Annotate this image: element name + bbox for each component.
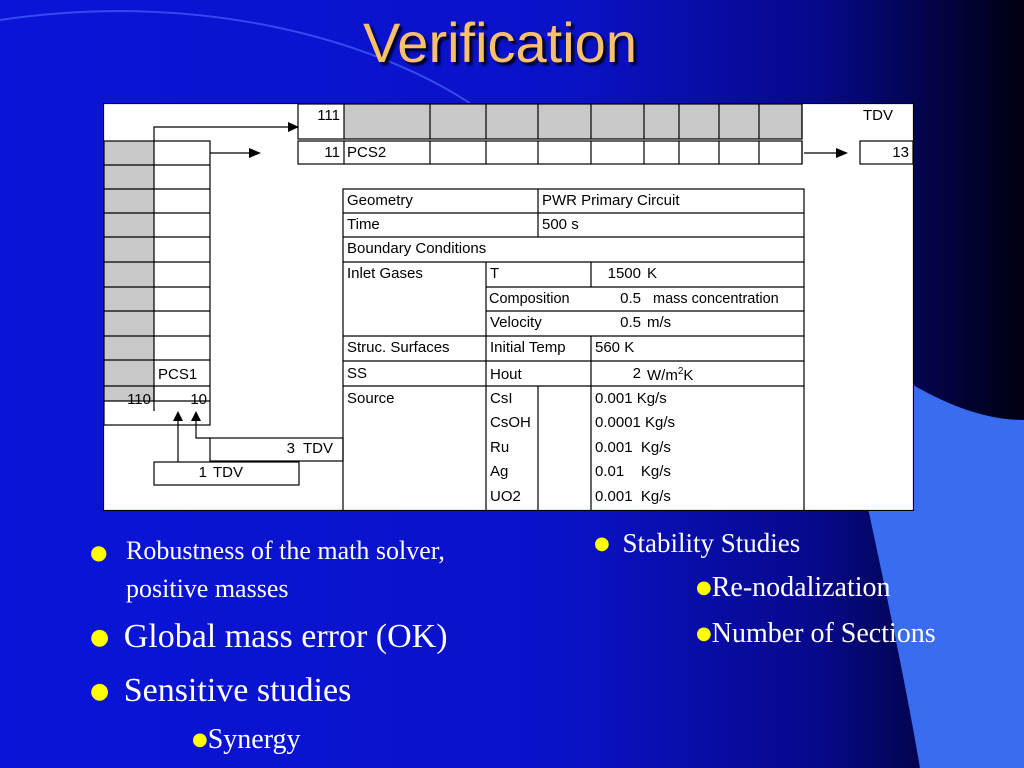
bullet-robustness: ● Robustness of the math solver, positiv… — [90, 536, 445, 603]
velocity-value: 0.5 — [620, 314, 641, 331]
bullet-robustness-line1: Robustness of the math solver, — [126, 536, 445, 565]
tdv3-num: 3 — [286, 440, 295, 457]
velocity-label: Velocity — [490, 314, 542, 331]
boundary-label: Boundary Conditions — [347, 240, 487, 257]
source-label: Source — [347, 390, 395, 407]
tdv1-name: TDV — [213, 464, 243, 481]
rate-3: 0.001 Kg/s — [595, 439, 671, 456]
bullet-robustness-line2: positive masses — [126, 574, 289, 603]
geometry-label: Geometry — [347, 192, 413, 209]
species-3: Ru — [490, 439, 510, 456]
time-label: Time — [347, 216, 380, 233]
node-10: 10 — [190, 391, 207, 408]
bullet-sections: ●Number of Sections — [696, 618, 936, 650]
bullet-stability: ● Stability Studies — [594, 528, 800, 559]
bullet-synergy-text: Synergy — [207, 724, 301, 755]
node-111: 111 — [317, 107, 340, 124]
rate-2: 0.0001 Kg/s — [595, 414, 676, 431]
t-unit: K — [647, 265, 658, 282]
species-2: CsOH — [490, 414, 531, 431]
rate-4: 0.01 Kg/s — [595, 463, 671, 480]
node-11: 11 — [324, 144, 340, 161]
t-value: 1500 — [607, 265, 641, 282]
velocity-unit: m/s — [647, 314, 672, 331]
composition-value: 0.5 — [620, 290, 641, 307]
bullet-dot-icon: ● — [594, 533, 610, 554]
bullet-dot-icon: ● — [696, 623, 712, 644]
time-value: 500 s — [542, 216, 579, 233]
slide-title: Verification — [363, 11, 637, 74]
t-label: T — [490, 265, 500, 282]
node-110: 110 — [127, 391, 151, 408]
tdv3-name: TDV — [303, 440, 333, 457]
bullet-dot-icon: ● — [90, 540, 108, 564]
bullet-renodalization-text: Re-nodalization — [711, 572, 891, 603]
hout-unit-base: W/m — [647, 367, 678, 384]
geometry-value: PWR Primary Circuit — [542, 192, 680, 209]
hout-unit-k: K — [683, 367, 694, 384]
bullet-sensitive-text: Sensitive studies — [123, 672, 352, 709]
tdv-13: 13 — [892, 144, 909, 161]
tdv-top: TDV — [863, 107, 893, 124]
hout-value: 2 — [632, 365, 641, 382]
hout-unit-exp: 2 — [677, 366, 684, 377]
initial-temp-value: 560 K — [595, 339, 635, 356]
bullet-dot-icon: ● — [192, 729, 208, 750]
bullet-global-mass-text: Global mass error (OK) — [123, 618, 448, 655]
bullet-global-mass: ● Global mass error (OK) — [90, 618, 448, 656]
hout-label: Hout — [490, 366, 522, 383]
bullet-dot-icon: ● — [90, 625, 110, 650]
rate-5: 0.001 Kg/s — [595, 488, 671, 505]
composition-label: Composition — [489, 291, 570, 307]
species-1: CsI — [490, 390, 513, 407]
composition-unit: mass concentration — [653, 291, 779, 307]
rate-1: 0.001 Kg/s — [595, 390, 667, 407]
bullet-stability-text: Stability Studies — [622, 528, 801, 558]
species-4: Ag — [490, 463, 509, 480]
bullet-sections-text: Number of Sections — [711, 618, 936, 649]
model-diagram: 111 TDV 11 PCS2 13 PCS1 110 10 3 TDV 1 T… — [103, 103, 914, 511]
bullet-dot-icon: ● — [90, 679, 110, 704]
ss-label: SS — [347, 365, 368, 382]
hout-unit: W/m2K — [647, 363, 693, 385]
inlet-label: Inlet Gases — [347, 265, 423, 282]
pcs2-label: PCS2 — [347, 144, 387, 161]
species-5: UO2 — [490, 488, 521, 505]
diagram-grid — [103, 103, 914, 511]
struc-label: Struc. Surfaces — [347, 339, 450, 356]
tdv1-num: 1 — [198, 464, 207, 481]
bullet-renodalization: ●Re-nodalization — [696, 572, 891, 604]
initial-temp-label: Initial Temp — [490, 339, 566, 356]
pcs1-label: PCS1 — [158, 366, 198, 383]
bullet-sensitive: ● Sensitive studies — [90, 672, 351, 710]
bullet-dot-icon: ● — [696, 577, 712, 598]
bullet-synergy: ●Synergy — [192, 724, 301, 756]
